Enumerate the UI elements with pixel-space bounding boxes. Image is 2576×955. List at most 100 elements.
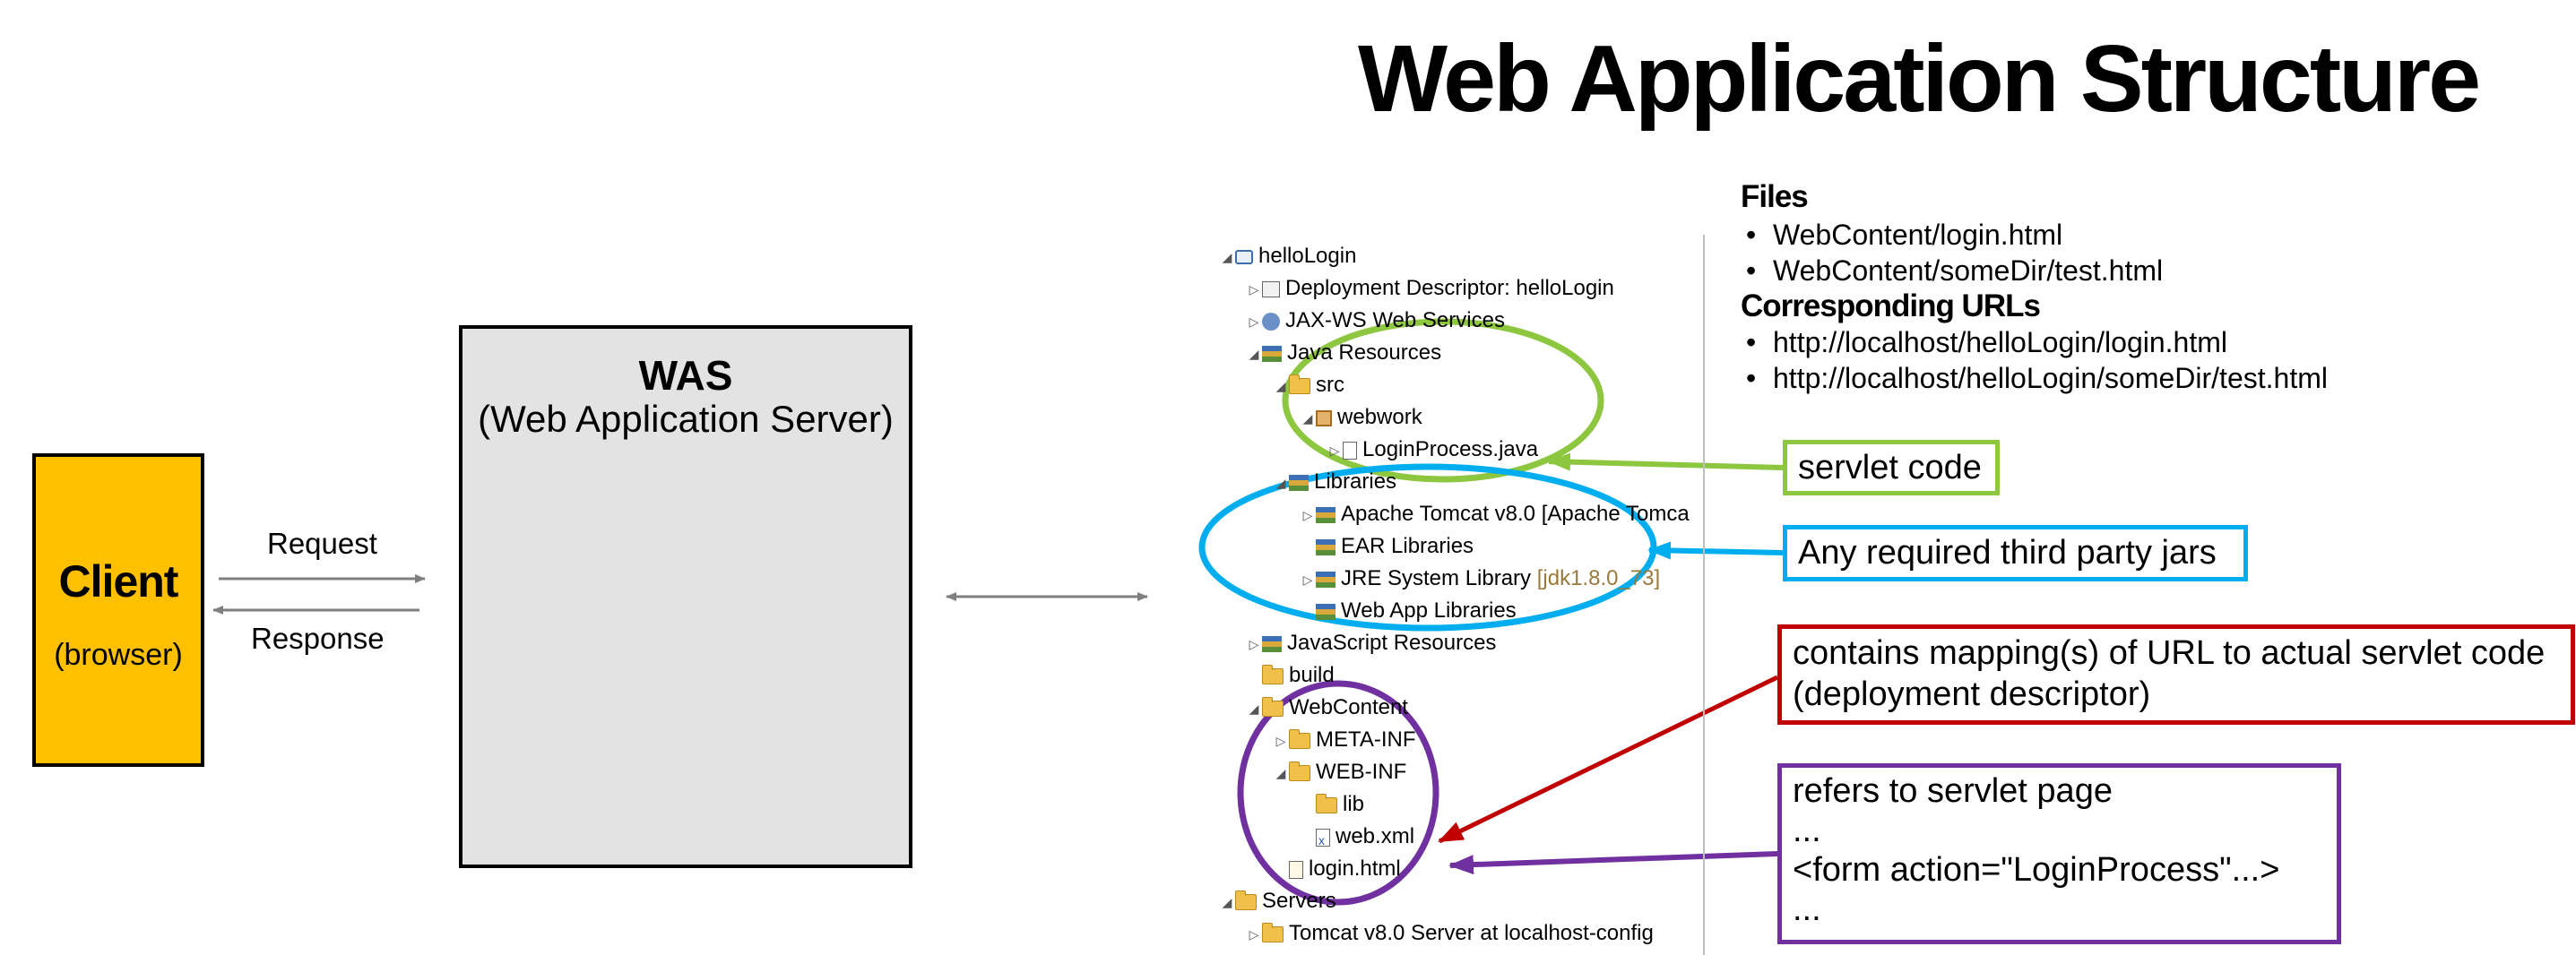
tree-item-ear-libraries[interactable]: EAR Libraries <box>1300 532 1474 561</box>
tree-label: Web App Libraries <box>1341 598 1517 623</box>
client-box <box>32 453 204 767</box>
file-item: •WebContent/login.html <box>1746 219 2063 251</box>
servlet-page-callout: refers to servlet page ... <form action=… <box>1777 763 2341 944</box>
html-file-icon <box>1289 860 1303 879</box>
files-heading: Files <box>1741 179 1809 214</box>
panel-divider <box>1703 235 1705 955</box>
tree-item-java-resources[interactable]: ◢ Java Resources <box>1246 339 1441 367</box>
library-icon <box>1316 538 1336 555</box>
expanded-arrow-icon[interactable]: ◢ <box>1275 765 1286 780</box>
tree-item-webcontent[interactable]: ◢ WebContent <box>1246 693 1408 722</box>
tree-label: web.xml <box>1336 824 1415 848</box>
library-icon <box>1316 571 1336 588</box>
tree-label: lib <box>1343 792 1365 816</box>
library-icon <box>1289 474 1309 491</box>
expanded-arrow-icon[interactable]: ◢ <box>1249 346 1259 361</box>
collapsed-arrow-icon[interactable]: ▷ <box>1249 636 1259 651</box>
tree-label: WEB-INF <box>1316 760 1407 784</box>
xml-file-icon <box>1316 826 1330 855</box>
third-party-jars-callout: Any required third party jars <box>1783 525 2248 581</box>
tree-item-login-html[interactable]: login.html <box>1273 855 1401 883</box>
servlet-code-callout: servlet code <box>1783 440 2000 495</box>
jdk-version: [jdk1.8.0_73] <box>1536 566 1661 590</box>
servlet-connector <box>1547 452 1784 471</box>
tree-item-hellologin[interactable]: ◢ helloLogin <box>1219 242 1357 271</box>
deployment-descriptor-callout: contains mapping(s) of URL to actual ser… <box>1777 624 2575 725</box>
tree-item-jax-ws[interactable]: ▷JAX-WS Web Services <box>1246 306 1505 335</box>
tree-item-src[interactable]: ◢src <box>1273 371 1344 400</box>
was-subtitle: (Web Application Server) <box>478 398 894 440</box>
folder-icon <box>1262 664 1284 684</box>
descriptor-icon <box>1262 280 1280 297</box>
expanded-arrow-icon[interactable]: ◢ <box>1222 249 1232 264</box>
tree-item-libraries[interactable]: ◢ Libraries <box>1273 468 1396 496</box>
tree-label: Deployment Descriptor: helloLogin <box>1285 276 1614 300</box>
tree-label: WebContent <box>1289 695 1408 719</box>
java-resources-icon <box>1262 345 1282 362</box>
expanded-arrow-icon[interactable]: ◢ <box>1275 378 1286 393</box>
tree-item-build[interactable]: build <box>1246 661 1335 690</box>
tree-item-webwork[interactable]: ◢webwork <box>1300 403 1422 432</box>
project-icon <box>1235 249 1253 264</box>
folder-icon <box>1316 793 1337 813</box>
response-label: Response <box>251 622 385 655</box>
tree-label: Servers <box>1262 889 1336 913</box>
was-box <box>459 325 912 868</box>
page-title: Web Application Structure <box>1358 26 2481 132</box>
expanded-arrow-icon[interactable]: ◢ <box>1249 701 1259 716</box>
tree-item-meta-inf[interactable]: ▷META-INF <box>1273 726 1416 754</box>
java-file-icon <box>1343 441 1357 460</box>
jars-connector <box>1647 541 1784 560</box>
tree-item-servers[interactable]: ◢ Servers <box>1219 887 1336 916</box>
expanded-arrow-icon[interactable]: ◢ <box>1302 410 1313 426</box>
tree-label: Tomcat v8.0 Server at localhost-config <box>1289 921 1654 945</box>
collapsed-arrow-icon[interactable]: ▷ <box>1302 572 1313 587</box>
tree-item-tomcat-library[interactable]: ▷ Apache Tomcat v8.0 [Apache Tomca <box>1300 500 1690 529</box>
tree-label: login.html <box>1309 856 1401 881</box>
tree-label: Apache Tomcat v8.0 [Apache Tomca <box>1341 502 1690 526</box>
tree-label: build <box>1289 663 1335 687</box>
tree-item-web-xml[interactable]: web.xml <box>1300 822 1415 855</box>
refers-connector <box>1448 851 1778 875</box>
expanded-arrow-icon[interactable]: ◢ <box>1222 894 1232 909</box>
package-icon <box>1316 409 1332 426</box>
expanded-arrow-icon[interactable]: ◢ <box>1275 475 1286 490</box>
url-item: •http://localhost/helloLogin/login.html <box>1746 326 2227 358</box>
collapsed-arrow-icon[interactable]: ▷ <box>1249 926 1259 942</box>
library-icon <box>1316 603 1336 620</box>
tree-label: Libraries <box>1314 469 1397 494</box>
tree-label: LoginProcess.java <box>1362 437 1539 461</box>
library-icon <box>1316 506 1336 523</box>
tree-label: JavaScript Resources <box>1287 631 1497 655</box>
folder-icon <box>1289 761 1310 781</box>
webcontent-highlight <box>1237 680 1439 906</box>
was-label: WAS <box>638 352 733 399</box>
collapsed-arrow-icon[interactable]: ▷ <box>1275 733 1286 748</box>
urls-heading: Corresponding URLs <box>1741 288 2041 323</box>
tree-item-loginprocess[interactable]: ▷ LoginProcess.java <box>1327 435 1539 464</box>
collapsed-arrow-icon[interactable]: ▷ <box>1302 507 1313 522</box>
url-item: •http://localhost/helloLogin/someDir/tes… <box>1746 362 2328 394</box>
file-item: •WebContent/someDir/test.html <box>1746 254 2164 287</box>
collapsed-arrow-icon[interactable]: ▷ <box>1329 443 1340 458</box>
tree-item-lib[interactable]: lib <box>1300 790 1364 819</box>
mapping-connector <box>1438 675 1779 844</box>
collapsed-arrow-icon[interactable]: ▷ <box>1249 314 1259 329</box>
tree-item-webapp-libraries[interactable]: Web App Libraries <box>1300 597 1517 625</box>
tree-item-web-inf[interactable]: ◢ WEB-INF <box>1273 758 1407 787</box>
client-label: Client <box>58 556 179 607</box>
folder-icon <box>1262 922 1284 942</box>
tree-item-tomcat-server[interactable]: ▷ Tomcat v8.0 Server at localhost-config <box>1246 919 1654 948</box>
tree-item-javascript-resources[interactable]: ▷ JavaScript Resources <box>1246 629 1497 658</box>
tree-label: JRE System Library <box>1341 566 1532 590</box>
collapsed-arrow-icon[interactable]: ▷ <box>1249 281 1259 297</box>
library-icon <box>1262 635 1282 652</box>
folder-icon <box>1262 696 1284 717</box>
folder-icon <box>1235 890 1257 910</box>
tree-item-deployment-descriptor[interactable]: ▷ Deployment Descriptor: helloLogin <box>1246 274 1614 303</box>
tree-item-jre-library[interactable]: ▷ JRE System Library [jdk1.8.0_73] <box>1300 564 1661 593</box>
tree-label: Java Resources <box>1287 340 1442 365</box>
tree-label: helloLogin <box>1258 244 1357 268</box>
folder-icon <box>1289 728 1310 749</box>
